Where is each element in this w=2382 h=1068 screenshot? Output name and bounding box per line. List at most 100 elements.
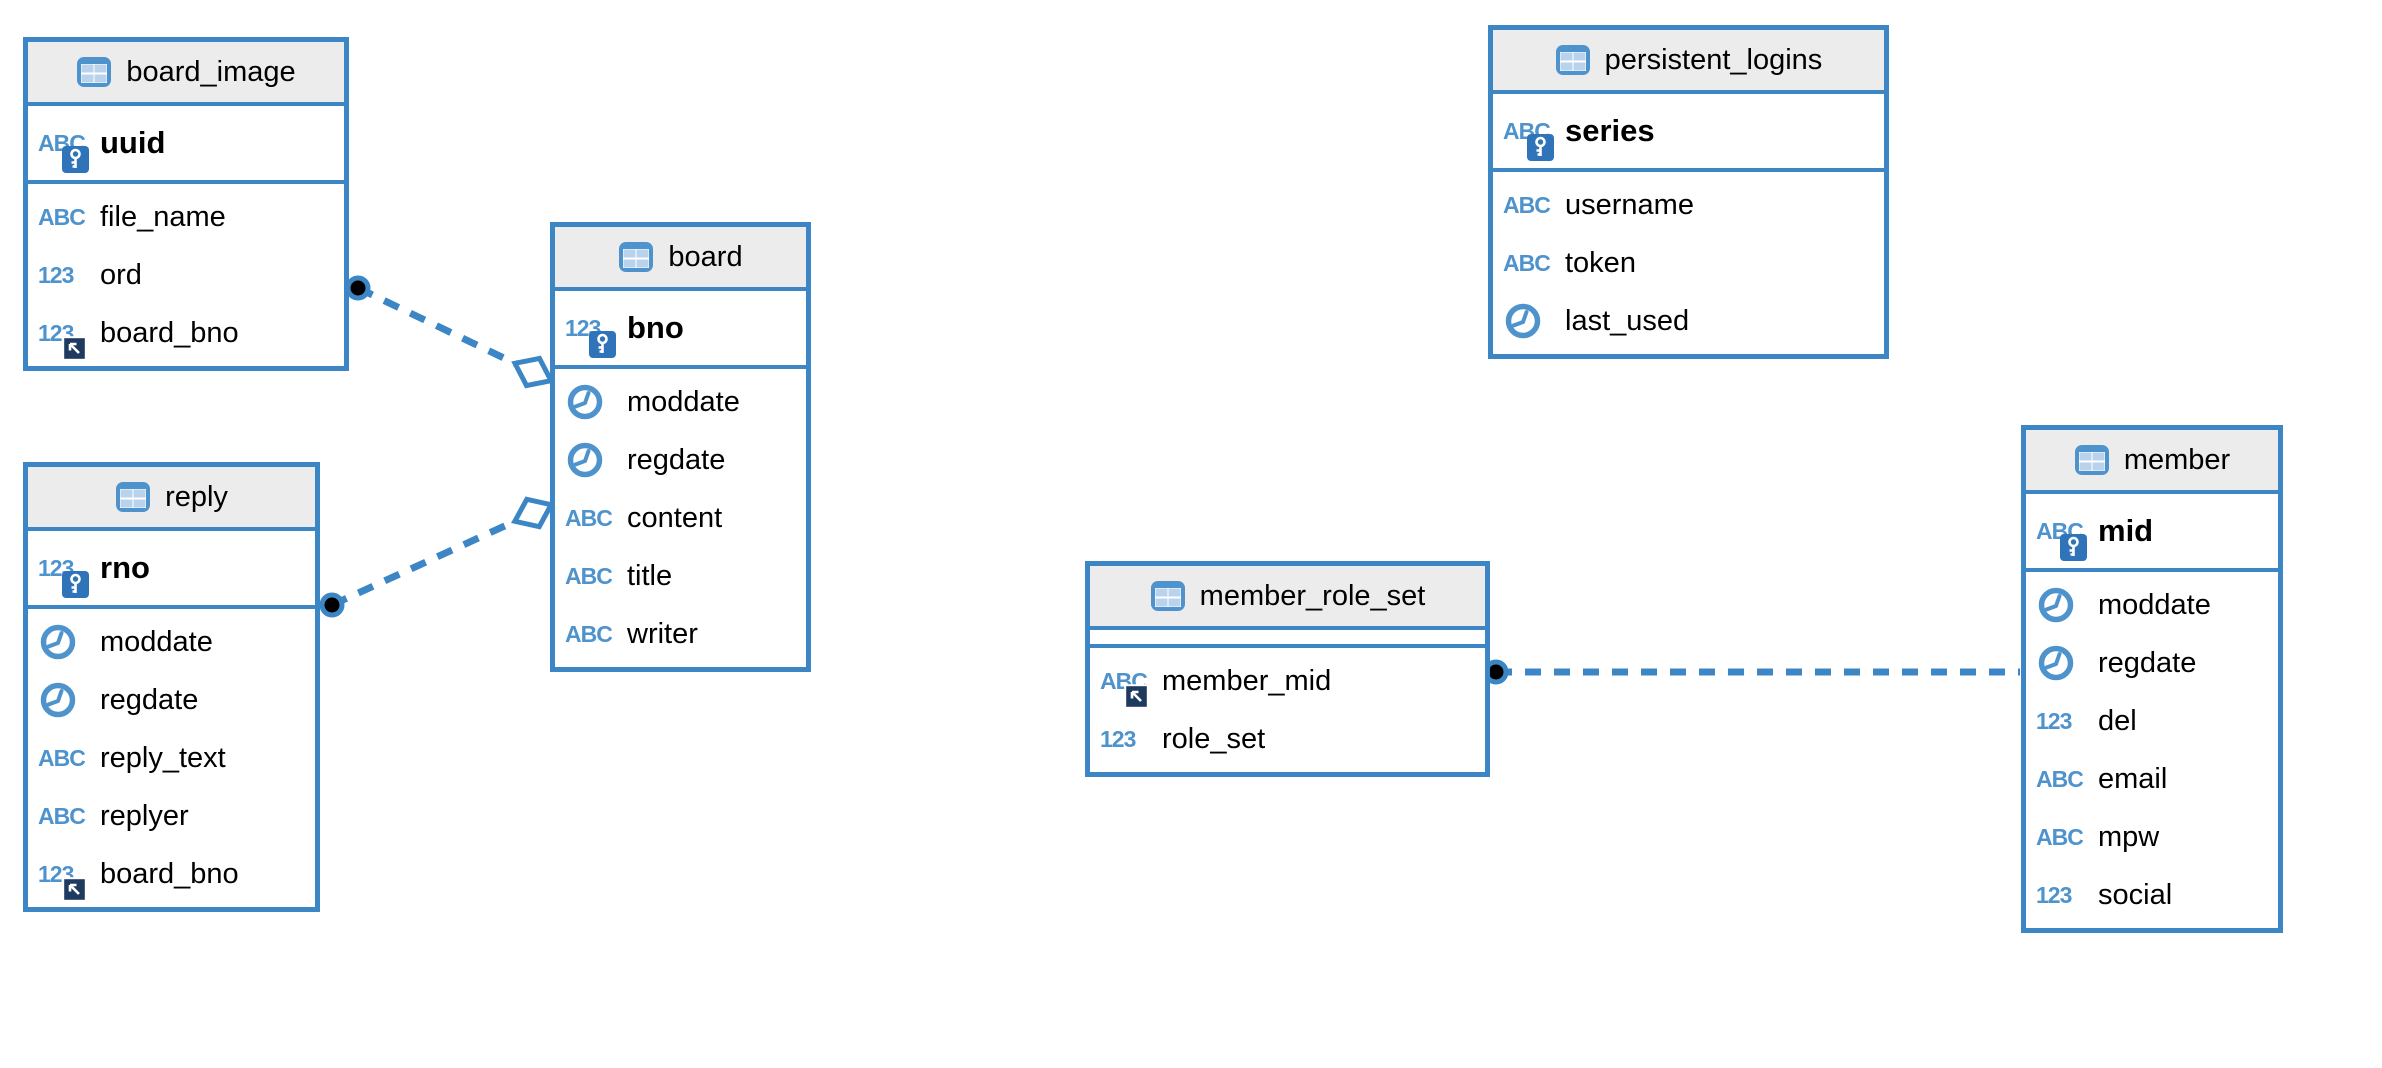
text-type-icon: ABC	[38, 802, 86, 829]
table-title: persistent_logins	[1604, 43, 1823, 76]
primary-key-section: ABC mid	[2026, 494, 2278, 572]
relationship-dot-endpoint[interactable]	[319, 592, 345, 618]
text-type-icon: ABC	[565, 620, 613, 647]
relationship-dashed-line[interactable]	[330, 509, 535, 609]
column-type-icon	[1503, 301, 1561, 341]
column-type-icon: 123	[38, 861, 96, 902]
column-row[interactable]: 123 board_bno	[28, 845, 315, 903]
table-header[interactable]: board	[555, 227, 806, 291]
column-name: series	[1565, 113, 1655, 148]
clock-icon	[40, 624, 76, 660]
column-row[interactable]: regdate	[555, 431, 806, 489]
fk-badge	[62, 335, 87, 361]
column-row[interactable]: ABC uuid	[28, 106, 344, 180]
datetime-type-icon	[2036, 585, 2076, 625]
column-name: email	[2098, 762, 2168, 795]
text-type-icon: ABC	[2036, 823, 2084, 850]
column-row[interactable]: 123 rno	[28, 531, 315, 605]
clock-icon	[40, 682, 76, 718]
clock-icon	[567, 442, 603, 478]
column-row[interactable]: 123 board_bno	[28, 304, 344, 362]
number-type-icon: 123	[38, 261, 74, 288]
column-row[interactable]: regdate	[28, 671, 315, 729]
column-name: del	[2098, 704, 2137, 737]
key-badge	[589, 330, 616, 358]
column-row[interactable]: regdate	[2026, 634, 2278, 692]
key-badge	[2060, 533, 2087, 561]
column-row[interactable]: ABC series	[1493, 94, 1884, 168]
table-title: board	[668, 240, 743, 273]
column-type-icon: ABC	[2036, 518, 2094, 561]
table-icon	[619, 242, 654, 272]
column-name: moddate	[100, 625, 213, 658]
column-type-icon: 123	[38, 320, 96, 361]
column-name: board_bno	[100, 316, 239, 349]
column-name: file_name	[100, 200, 226, 233]
relationship-member_role_set.member_mid-to-member.mid[interactable]	[1483, 659, 2020, 685]
text-type-icon: ABC	[565, 562, 613, 589]
text-type-icon: ABC	[1503, 249, 1551, 276]
table-header[interactable]: persistent_logins	[1493, 30, 1884, 94]
table-title: member	[2123, 443, 2231, 476]
column-name: mpw	[2098, 820, 2160, 853]
column-type-icon: ABC	[565, 505, 623, 532]
relationship-reply.board_bno-to-board.bno[interactable]	[319, 491, 557, 618]
table-header[interactable]: member	[2026, 430, 2278, 494]
column-row[interactable]: ABC title	[555, 547, 806, 605]
column-row[interactable]: moddate	[28, 613, 315, 671]
column-row[interactable]: moddate	[555, 373, 806, 431]
column-type-icon: 123	[1100, 726, 1158, 753]
column-type-icon: 123	[565, 315, 623, 358]
column-type-icon: 123	[38, 555, 96, 598]
column-row[interactable]: ABC mpw	[2026, 808, 2278, 866]
primary-key-icon	[62, 145, 89, 173]
relationship-dashed-line[interactable]	[356, 284, 535, 376]
column-row[interactable]: ABC content	[555, 489, 806, 547]
column-row[interactable]: ABC mid	[2026, 494, 2278, 568]
text-type-icon: ABC	[565, 504, 613, 531]
column-row[interactable]: last_used	[1493, 292, 1884, 350]
datetime-type-icon	[565, 382, 605, 422]
column-type-icon: ABC	[1503, 250, 1561, 277]
table-icon	[1555, 45, 1590, 75]
column-name: last_used	[1565, 304, 1690, 337]
clock-icon	[567, 384, 603, 420]
column-row[interactable]: moddate	[2026, 576, 2278, 634]
relationship-dot-endpoint[interactable]	[345, 275, 371, 301]
column-name: content	[627, 501, 723, 534]
column-row[interactable]: ABC member_mid	[1090, 652, 1485, 710]
table-header[interactable]: reply	[28, 467, 315, 531]
column-type-icon: ABC	[1100, 668, 1158, 709]
fk-badge	[62, 876, 87, 902]
table-header[interactable]: board_image	[28, 42, 344, 106]
column-type-icon	[565, 440, 623, 480]
relationship-board_image.board_bno-to-board.bno[interactable]	[345, 275, 558, 394]
column-row[interactable]: 123 bno	[555, 291, 806, 365]
table-header[interactable]: member_role_set	[1090, 566, 1485, 630]
foreign-key-icon	[62, 335, 87, 361]
column-type-icon: 123	[2036, 882, 2094, 909]
column-name: title	[627, 559, 673, 592]
table-icon	[1150, 581, 1185, 611]
